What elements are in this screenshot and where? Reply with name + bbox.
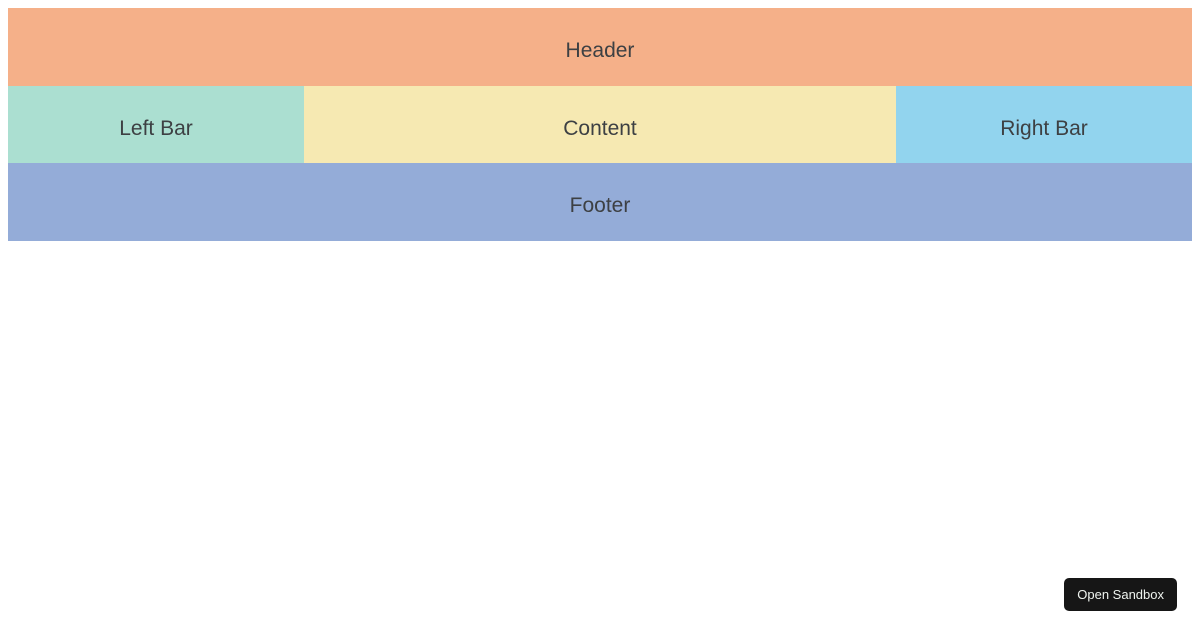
open-sandbox-button[interactable]: Open Sandbox <box>1064 578 1177 611</box>
left-bar-section: Left Bar <box>8 86 304 163</box>
header-label: Header <box>565 39 635 62</box>
right-bar-label: Right Bar <box>1000 116 1088 140</box>
footer-label: Footer <box>569 194 631 217</box>
content-section: Content <box>304 86 896 163</box>
holy-grail-layout: Header Left Bar Content Right Bar Footer <box>8 8 1192 241</box>
footer-section: Footer <box>8 163 1192 241</box>
right-bar-section: Right Bar <box>896 86 1192 163</box>
left-bar-label: Left Bar <box>119 116 193 140</box>
content-label: Content <box>563 116 637 140</box>
middle-row: Left Bar Content Right Bar <box>8 86 1192 163</box>
header-section: Header <box>8 8 1192 86</box>
